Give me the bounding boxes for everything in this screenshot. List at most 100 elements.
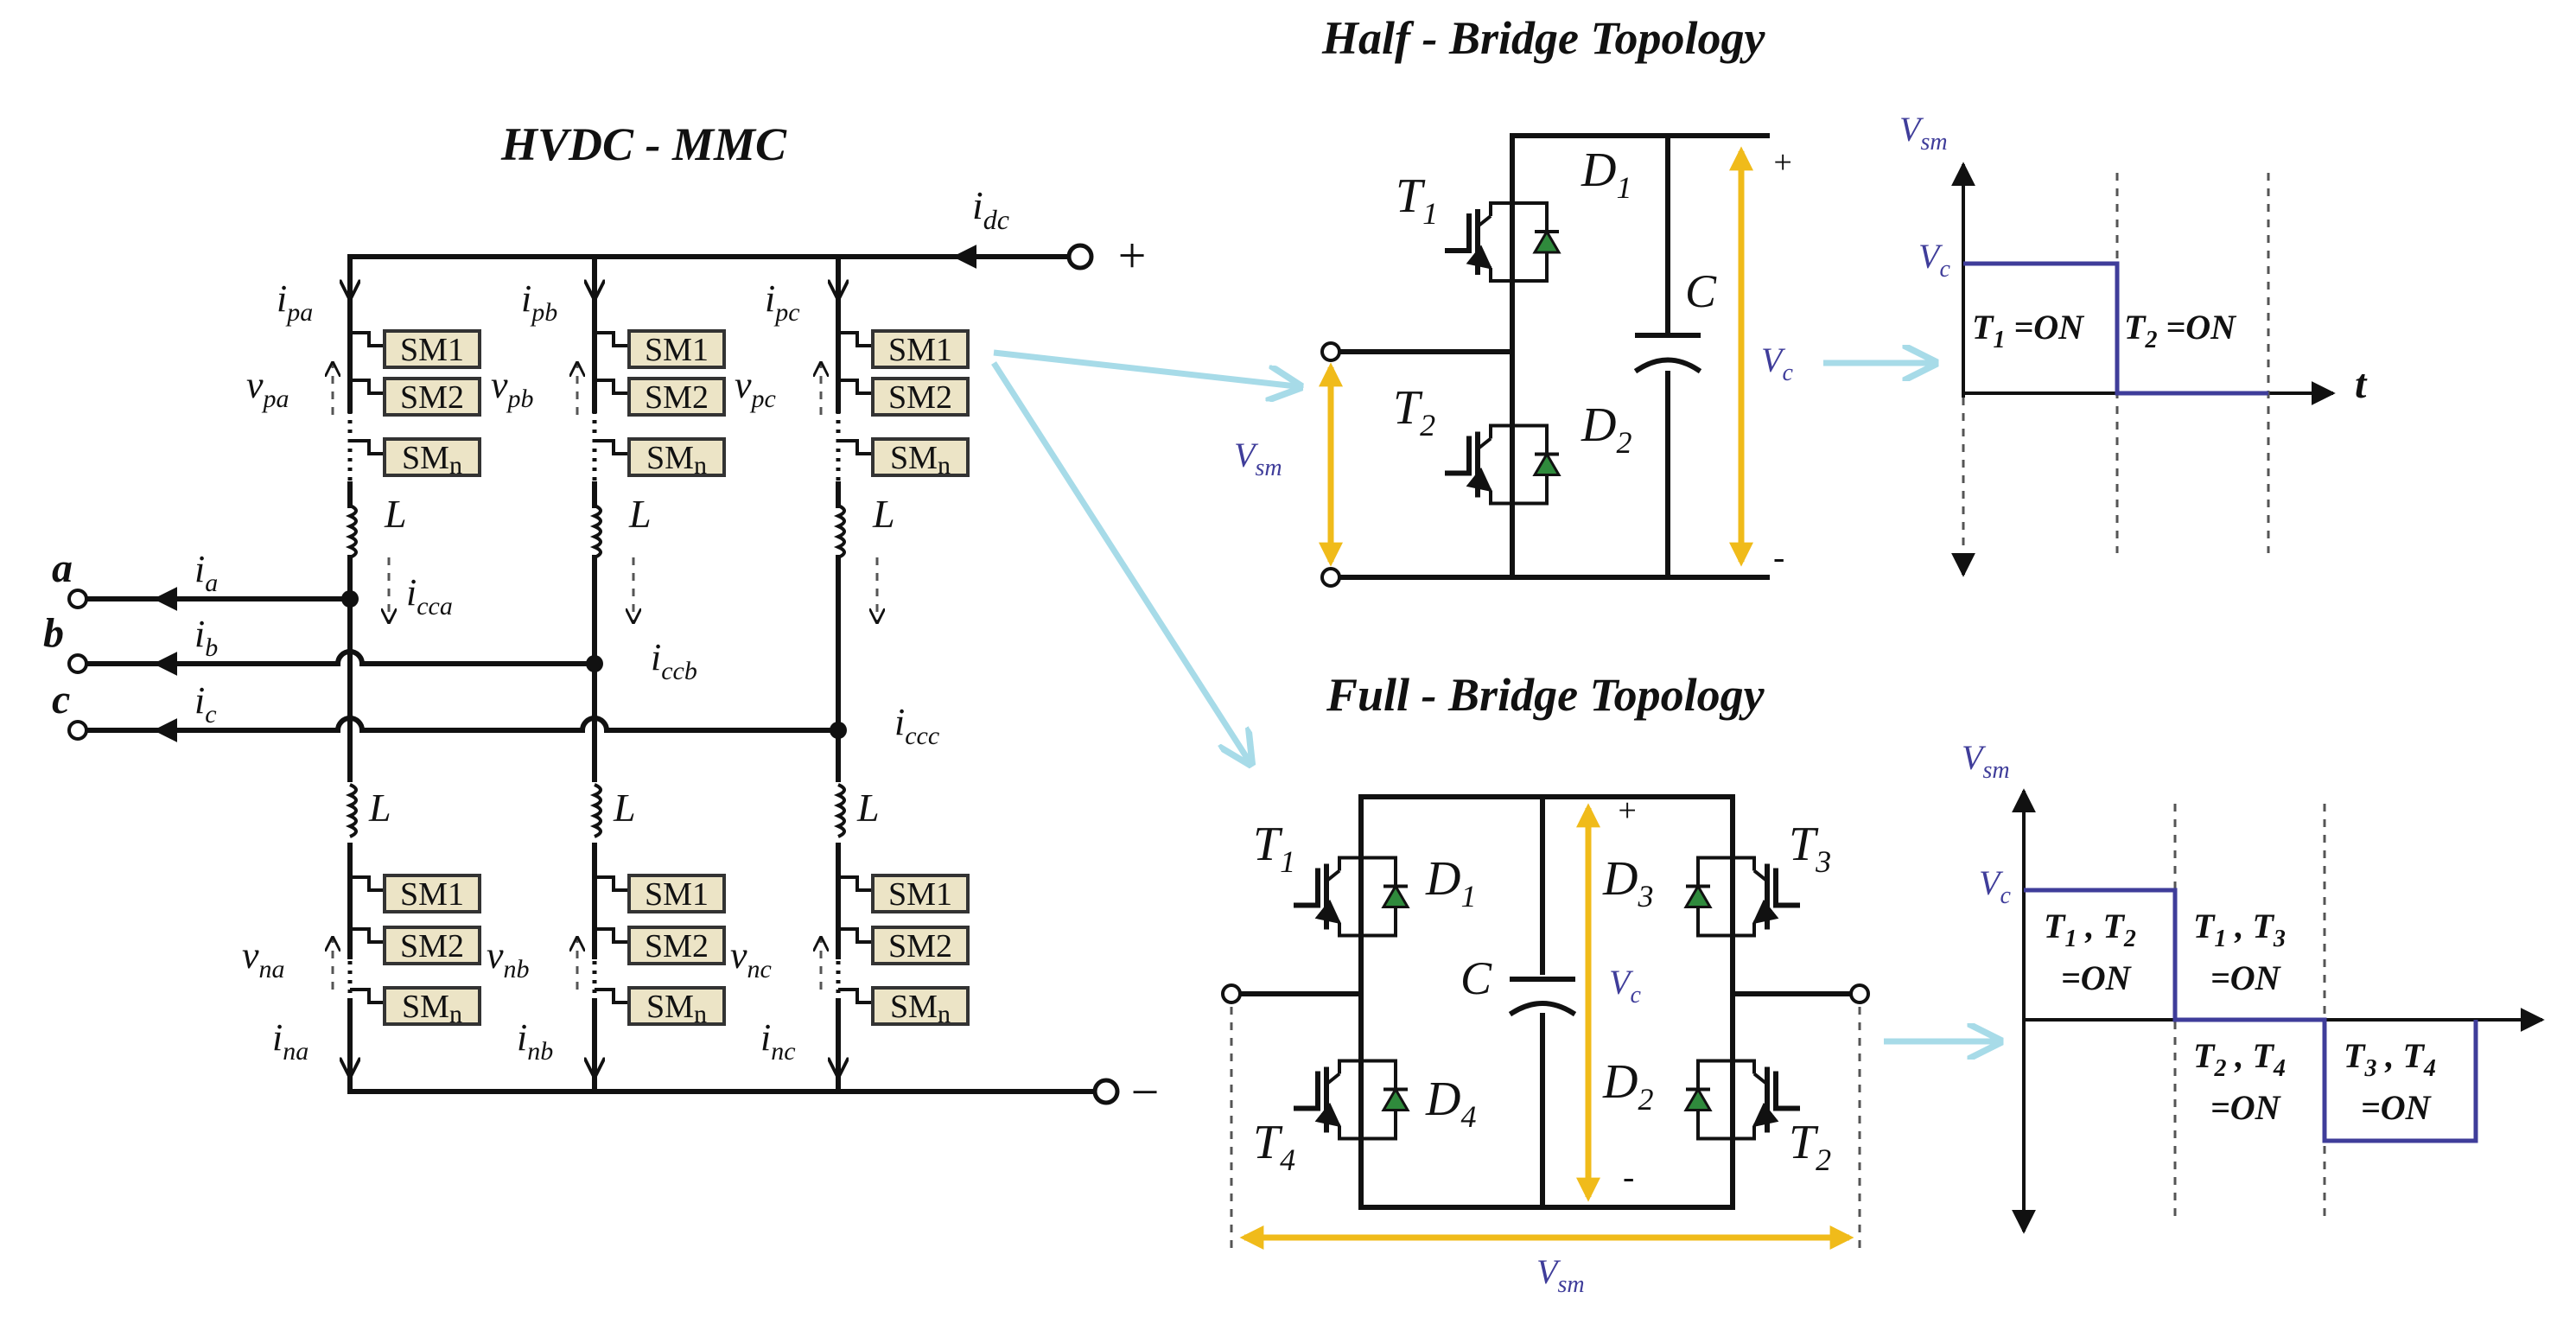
circulating-current-c: iccc bbox=[894, 701, 939, 750]
upper-arm-a-sm2 bbox=[383, 377, 481, 417]
hbw-waveform bbox=[1963, 261, 2268, 396]
svg-text:=ON: =ON bbox=[2361, 1088, 2433, 1127]
lower-arm-c-smn bbox=[871, 986, 970, 1026]
sm-label: SMn bbox=[890, 440, 951, 480]
sm-label: SM1 bbox=[888, 332, 952, 368]
lower-voltage-b: vnb bbox=[487, 934, 530, 983]
connector-arrows bbox=[991, 349, 1996, 1041]
hb-capacitor bbox=[1633, 333, 1702, 374]
sm-label: SM1 bbox=[645, 876, 709, 913]
lower-arm-b-sm2 bbox=[627, 926, 726, 965]
fbw-state-4: T3 , T4 =ON bbox=[2344, 1036, 2436, 1127]
sm-label: SM2 bbox=[400, 928, 464, 964]
upper-arm-a-sm1 bbox=[383, 329, 481, 369]
lower-current-c: inc bbox=[760, 1016, 796, 1066]
sm-label: SMn bbox=[646, 440, 707, 480]
hb-switch-t1 bbox=[1445, 173, 1562, 311]
phase-current-a: ia bbox=[194, 548, 218, 597]
fb-d3-label: D3 bbox=[1602, 852, 1653, 913]
upper-current-c: ipc bbox=[765, 277, 800, 327]
phase-legs: SM1SM2SMnSM1SM2SMnipavpaLLvnainaiccaSM1S… bbox=[242, 254, 970, 1094]
fb-capacitor-label: C bbox=[1460, 952, 1492, 1004]
lower-arm-a-sm1 bbox=[383, 874, 481, 913]
upper-inductor-label: L bbox=[384, 492, 407, 536]
fb-t1-label: T1 bbox=[1253, 818, 1295, 879]
full-bridge-circuit: C Vc + - Vsm T1 D1 T4 D4 D3 T3 D2 T2 bbox=[1221, 792, 1870, 1298]
hb-d1-label: D1 bbox=[1581, 143, 1631, 205]
hb-t2-label: T2 bbox=[1393, 381, 1435, 442]
lower-voltage-c: vnc bbox=[730, 934, 772, 983]
fb-terminal-left bbox=[1221, 983, 1242, 1004]
negative-terminal-label: − bbox=[1128, 1064, 1161, 1120]
fb-t4-label: T4 bbox=[1253, 1116, 1295, 1177]
sm-label: SMn bbox=[646, 989, 707, 1028]
lower-inductor-label: L bbox=[613, 786, 636, 830]
fb-t3-label: T3 bbox=[1789, 818, 1831, 879]
sm-label: SMn bbox=[402, 440, 462, 480]
lower-arm-b-smn bbox=[627, 986, 726, 1026]
sm-label: SM2 bbox=[888, 379, 952, 416]
lower-arm-c-sm2 bbox=[871, 926, 970, 965]
sm-label: SMn bbox=[890, 989, 951, 1028]
lower-current-b: inb bbox=[517, 1016, 553, 1066]
fb-switch-t4 bbox=[1294, 1024, 1410, 1175]
fb-minus-label: - bbox=[1623, 1157, 1634, 1196]
hbw-state1: T1 =ON bbox=[1972, 308, 2085, 353]
circulating-current-a: icca bbox=[406, 571, 453, 621]
fb-d4-label: D4 bbox=[1425, 1072, 1476, 1134]
phase-current-c: ic bbox=[194, 679, 217, 729]
sm-label: SM2 bbox=[888, 928, 952, 964]
lower-current-a: ina bbox=[272, 1016, 308, 1066]
sm-label: SM2 bbox=[400, 379, 464, 416]
positive-terminal bbox=[1066, 243, 1094, 271]
svg-text:=ON: =ON bbox=[2210, 1088, 2282, 1127]
hbw-t-label: t bbox=[2355, 361, 2368, 407]
svg-text:T1 , T3: T1 , T3 bbox=[2193, 907, 2286, 952]
upper-arm-c-sm2 bbox=[871, 377, 970, 417]
fb-t2-label: T2 bbox=[1789, 1116, 1831, 1177]
fbw-y-label: Vsm bbox=[1962, 738, 2010, 784]
fbw-vc-label: Vc bbox=[1979, 863, 2011, 909]
upper-inductor-label: L bbox=[628, 492, 652, 536]
fb-switch-t2 bbox=[1683, 1024, 1800, 1175]
fb-d2-label: D2 bbox=[1602, 1055, 1653, 1117]
phase-label-b: b bbox=[43, 610, 64, 656]
sm-label: SM1 bbox=[888, 876, 952, 913]
phase-label-a: a bbox=[52, 545, 73, 591]
upper-arm-c-smn bbox=[871, 437, 970, 477]
hb-d2-label: D2 bbox=[1581, 398, 1631, 460]
hb-terminal-bottom bbox=[1320, 567, 1341, 588]
arrow-to-full-bridge bbox=[991, 361, 1249, 761]
upper-arm-b-smn bbox=[627, 437, 726, 477]
lower-arm-b-sm1 bbox=[627, 874, 726, 913]
fbw-state-2: T1 , T3=ON bbox=[2193, 907, 2286, 997]
upper-current-b: ipb bbox=[521, 277, 557, 327]
sm-label: SM1 bbox=[400, 876, 464, 913]
upper-inductor-label: L bbox=[872, 492, 895, 536]
half-bridge-waveform: Vsm Vc t T1 =ON T2 =ON bbox=[1899, 110, 2368, 577]
circulating-current-b: iccb bbox=[651, 636, 697, 685]
hb-minus-label: - bbox=[1773, 538, 1784, 576]
lower-arm-a-sm2 bbox=[383, 926, 481, 965]
mmc-circuit: + − idc SM1SM2SMnSM1SM2SMnipavpaLLvnaina… bbox=[43, 183, 1161, 1120]
svg-text:T3 , T4: T3 , T4 bbox=[2344, 1036, 2436, 1082]
fb-switch-t3 bbox=[1683, 825, 1800, 968]
fb-switch-t1 bbox=[1294, 825, 1410, 968]
positive-terminal-label: + bbox=[1115, 227, 1148, 283]
hb-plus-label: + bbox=[1771, 144, 1794, 181]
arrow-to-half-bridge bbox=[993, 349, 1296, 386]
upper-voltage-a: vpa bbox=[246, 364, 289, 413]
fb-frame bbox=[1358, 794, 1735, 1210]
upper-voltage-c: vpc bbox=[735, 364, 776, 413]
fb-plus-label: + bbox=[1616, 792, 1638, 829]
upper-voltage-b: vpb bbox=[491, 364, 534, 413]
sm-label: SM2 bbox=[645, 928, 709, 964]
